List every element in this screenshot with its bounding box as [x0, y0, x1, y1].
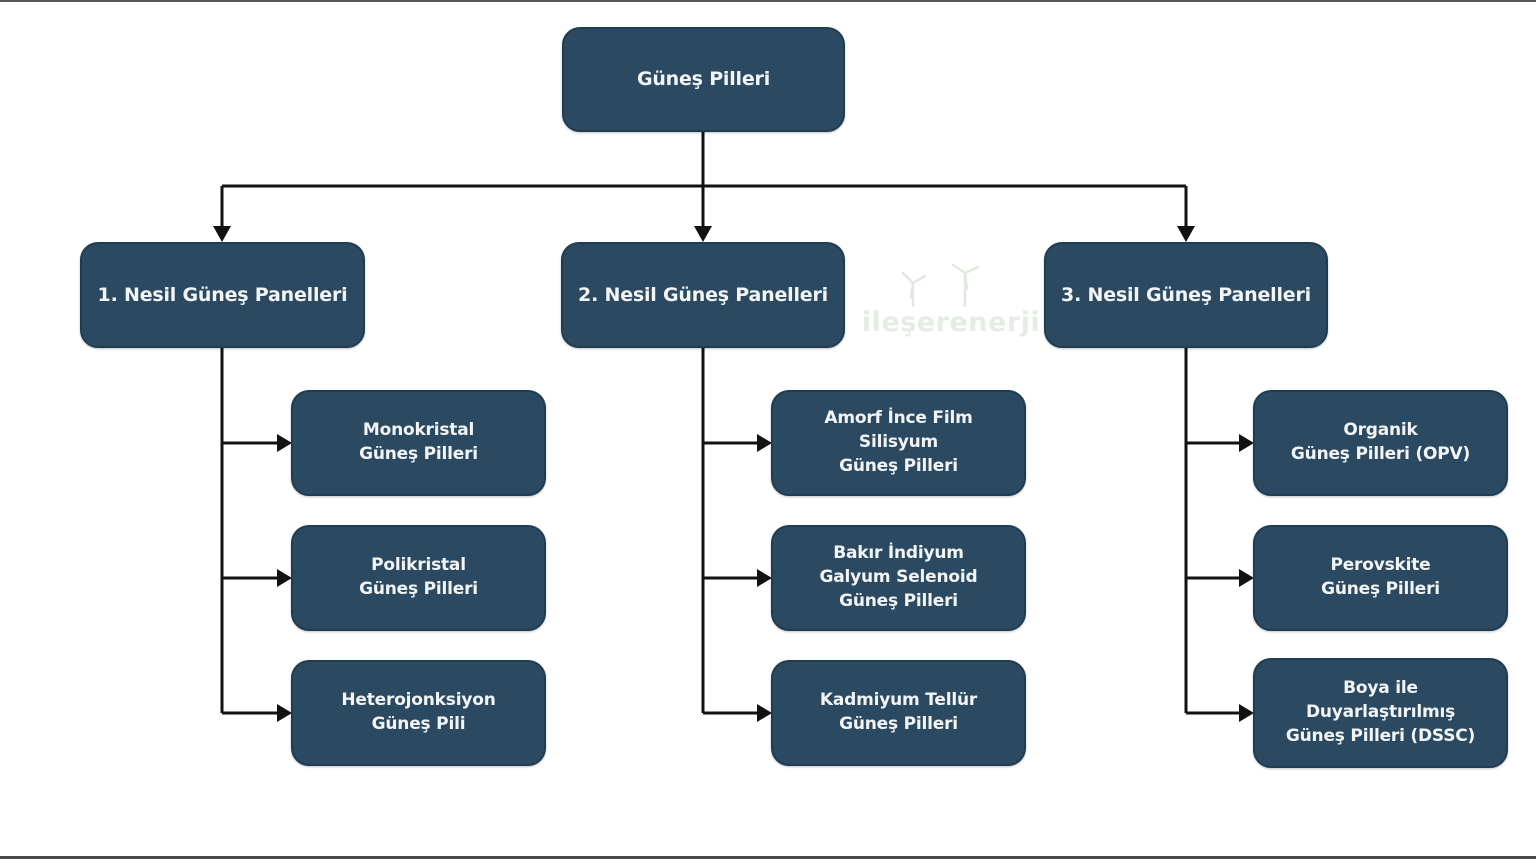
node-label: Monokristal Güneş Pilleri	[359, 420, 478, 464]
node-label: Boya ile Duyarlaştırılmış Güneş Pilleri …	[1285, 678, 1476, 746]
node-label: Organik Güneş Pilleri (OPV)	[1290, 420, 1471, 464]
node-gen2-child-kadmiyum: Kadmiyum Tellür Güneş Pilleri	[771, 660, 1026, 766]
node-label: Kadmiyum Tellür Güneş Pilleri	[819, 690, 978, 734]
node-gen3-child-perovskite: Perovskite Güneş Pilleri	[1253, 525, 1508, 631]
node-gen2-child-cigs: Bakır İndiyum Galyum Selenoid Güneş Pill…	[771, 525, 1026, 631]
node-gen3-label: 3. Nesil Güneş Panelleri	[1061, 283, 1311, 306]
node-label: Perovskite Güneş Pilleri	[1321, 555, 1440, 599]
frame-top-line	[0, 0, 1536, 2]
node-gen3-child-organik: Organik Güneş Pilleri (OPV)	[1253, 390, 1508, 496]
node-gen2: 2. Nesil Güneş Panelleri	[561, 242, 845, 348]
node-gen3: 3. Nesil Güneş Panelleri	[1044, 242, 1328, 348]
node-label: Bakır İndiyum Galyum Selenoid Güneş Pill…	[819, 543, 978, 611]
node-root: Güneş Pilleri	[562, 27, 845, 132]
node-gen1-child-heterojonksiyon: Heterojonksiyon Güneş Pili	[291, 660, 546, 766]
node-label: Amorf İnce Film Silisyum Güneş Pilleri	[824, 408, 973, 476]
node-gen1-child-polikristal: Polikristal Güneş Pilleri	[291, 525, 546, 631]
node-gen1-label: 1. Nesil Güneş Panelleri	[97, 283, 348, 306]
node-gen2-child-amorf: Amorf İnce Film Silisyum Güneş Pilleri	[771, 390, 1026, 496]
node-gen2-label: 2. Nesil Güneş Panelleri	[578, 283, 828, 306]
node-gen1: 1. Nesil Güneş Panelleri	[80, 242, 365, 348]
frame-bottom-line	[0, 856, 1536, 859]
node-gen1-child-monokristal: Monokristal Güneş Pilleri	[291, 390, 546, 496]
node-gen3-child-dssc: Boya ile Duyarlaştırılmış Güneş Pilleri …	[1253, 658, 1508, 768]
node-label: Polikristal Güneş Pilleri	[359, 555, 478, 599]
node-root-label: Güneş Pilleri	[636, 68, 771, 91]
node-label: Heterojonksiyon Güneş Pili	[341, 690, 496, 734]
